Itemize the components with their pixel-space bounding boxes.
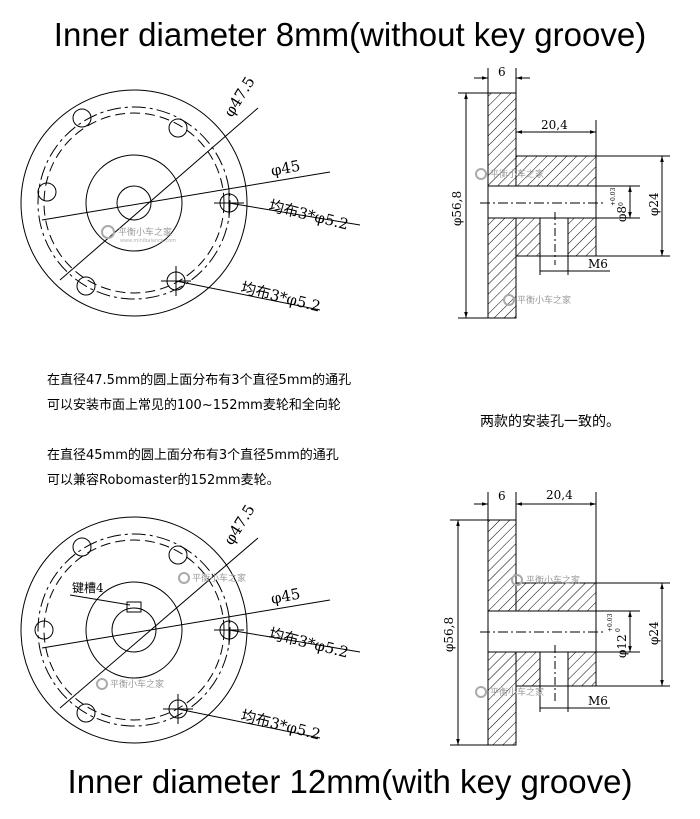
title-bottom: Inner diameter 12mm(with key groove) (67, 763, 633, 800)
note-line-1: 在直径47.5mm的圆上面分布有3个直径5mm的通孔 (47, 373, 352, 388)
bore-circle (111, 607, 157, 653)
mount-hole (72, 108, 92, 128)
pitch-circle-47-5 (37, 106, 231, 300)
note-line-4: 可以兼容Robomaster的152mm麦轮。 (47, 473, 280, 488)
mount-hole (72, 537, 92, 557)
watermark-logo: 平衡小车之家 www.minibalance.com (101, 225, 176, 244)
note-line-3: 在直径45mm的圆上面分布有3个直径5mm的通孔 (47, 448, 339, 463)
dim-holes-b: 均布3*φ5.2 (239, 706, 322, 743)
watermark-text: 平衡小车之家 (490, 168, 544, 180)
bottom-front-view (20, 516, 361, 744)
dim-holes-a: 均布3*φ5.2 (267, 196, 350, 233)
outer-flange-circle (20, 516, 248, 744)
hub-circle (85, 581, 183, 679)
top-side-view (458, 68, 670, 319)
leader-47-5 (59, 107, 259, 281)
dim-pcd-45: φ45 (269, 585, 301, 608)
dim-holes-b: 均布3*φ5.2 (239, 278, 322, 315)
dim-bore-tol-upper: +0.03 (607, 613, 614, 632)
dim-bore-tol-upper: +0.03 (610, 187, 617, 206)
leader-key (69, 594, 131, 606)
watermark-logo: 平衡小车之家 平衡小车之家 (96, 572, 246, 690)
note-same-holes: 两款的安装孔一致的。 (480, 414, 620, 430)
dim-hub-diameter: φ24 (647, 621, 661, 645)
pitch-circle-45 (43, 112, 225, 294)
dim-hub-length: 20,4 (546, 488, 573, 502)
watermark-text: 平衡小车之家 (118, 226, 172, 238)
leader-holes-a (228, 202, 361, 226)
dim-thread: M6 (588, 694, 608, 708)
watermark-text: 平衡小车之家 (526, 574, 580, 586)
key-groove-label: 键槽4 (72, 581, 104, 595)
bottom-side-view (450, 492, 670, 746)
mount-hole (76, 703, 96, 723)
leader-45 (41, 599, 331, 649)
dim-bore-tol-lower: 0 (618, 202, 625, 206)
dim-flange-thickness: 6 (498, 489, 506, 503)
hub-circle (85, 154, 183, 252)
dim-hub-length: 20,4 (541, 118, 568, 132)
watermark-logo: 平衡小车之家 平衡小车之家 (475, 574, 580, 698)
note-line-2: 可以安装市面上常见的100~152mm麦轮和全向轮 (47, 398, 341, 413)
leader-holes-b (177, 708, 321, 739)
dim-outer-diameter: φ56,8 (442, 617, 456, 652)
mount-hole (168, 545, 188, 565)
dim-outer-diameter: φ56,8 (450, 191, 464, 226)
leader-45 (41, 171, 331, 221)
mount-hole (168, 118, 188, 138)
dim-holes-a: 均布3*φ5.2 (267, 624, 350, 661)
key-groove (126, 601, 142, 613)
watermark-text: 平衡小车之家 (490, 686, 544, 698)
watermark-text: 平衡小车之家 (110, 678, 164, 690)
dim-flange-thickness: 6 (498, 65, 506, 79)
dim-pcd-45: φ45 (269, 157, 301, 180)
dim-pcd-47-5: φ47.5 (220, 501, 259, 548)
pitch-circle-45 (43, 539, 225, 721)
dim-hub-diameter: φ24 (647, 192, 661, 216)
watermark-logo: 平衡小车之家 平衡小车之家 (475, 168, 571, 306)
watermark-text: 平衡小车之家 (517, 294, 571, 306)
dim-thread: M6 (588, 257, 608, 271)
dim-bore: φ12 (615, 634, 629, 658)
dim-bore: φ8 (615, 206, 629, 222)
pitch-circle-47-5 (37, 533, 231, 727)
mount-hole (34, 620, 54, 640)
outer-flange-circle (20, 89, 248, 317)
top-front-view (20, 89, 361, 317)
leader-47-5 (59, 537, 259, 709)
mount-hole (76, 276, 96, 296)
watermark-url: www.minibalance.com (120, 238, 176, 244)
leader-holes-b (175, 280, 321, 311)
mount-hole (37, 182, 57, 202)
title-top: Inner diameter 8mm(without key groove) (53, 16, 647, 53)
watermark-text: 平衡小车之家 (192, 572, 246, 584)
dim-bore-tol-lower: 0 (615, 628, 622, 632)
leader-holes-a (228, 629, 361, 653)
bore-circle (116, 185, 152, 221)
notes-block: 在直径47.5mm的圆上面分布有3个直径5mm的通孔 可以安装市面上常见的100… (47, 368, 351, 493)
